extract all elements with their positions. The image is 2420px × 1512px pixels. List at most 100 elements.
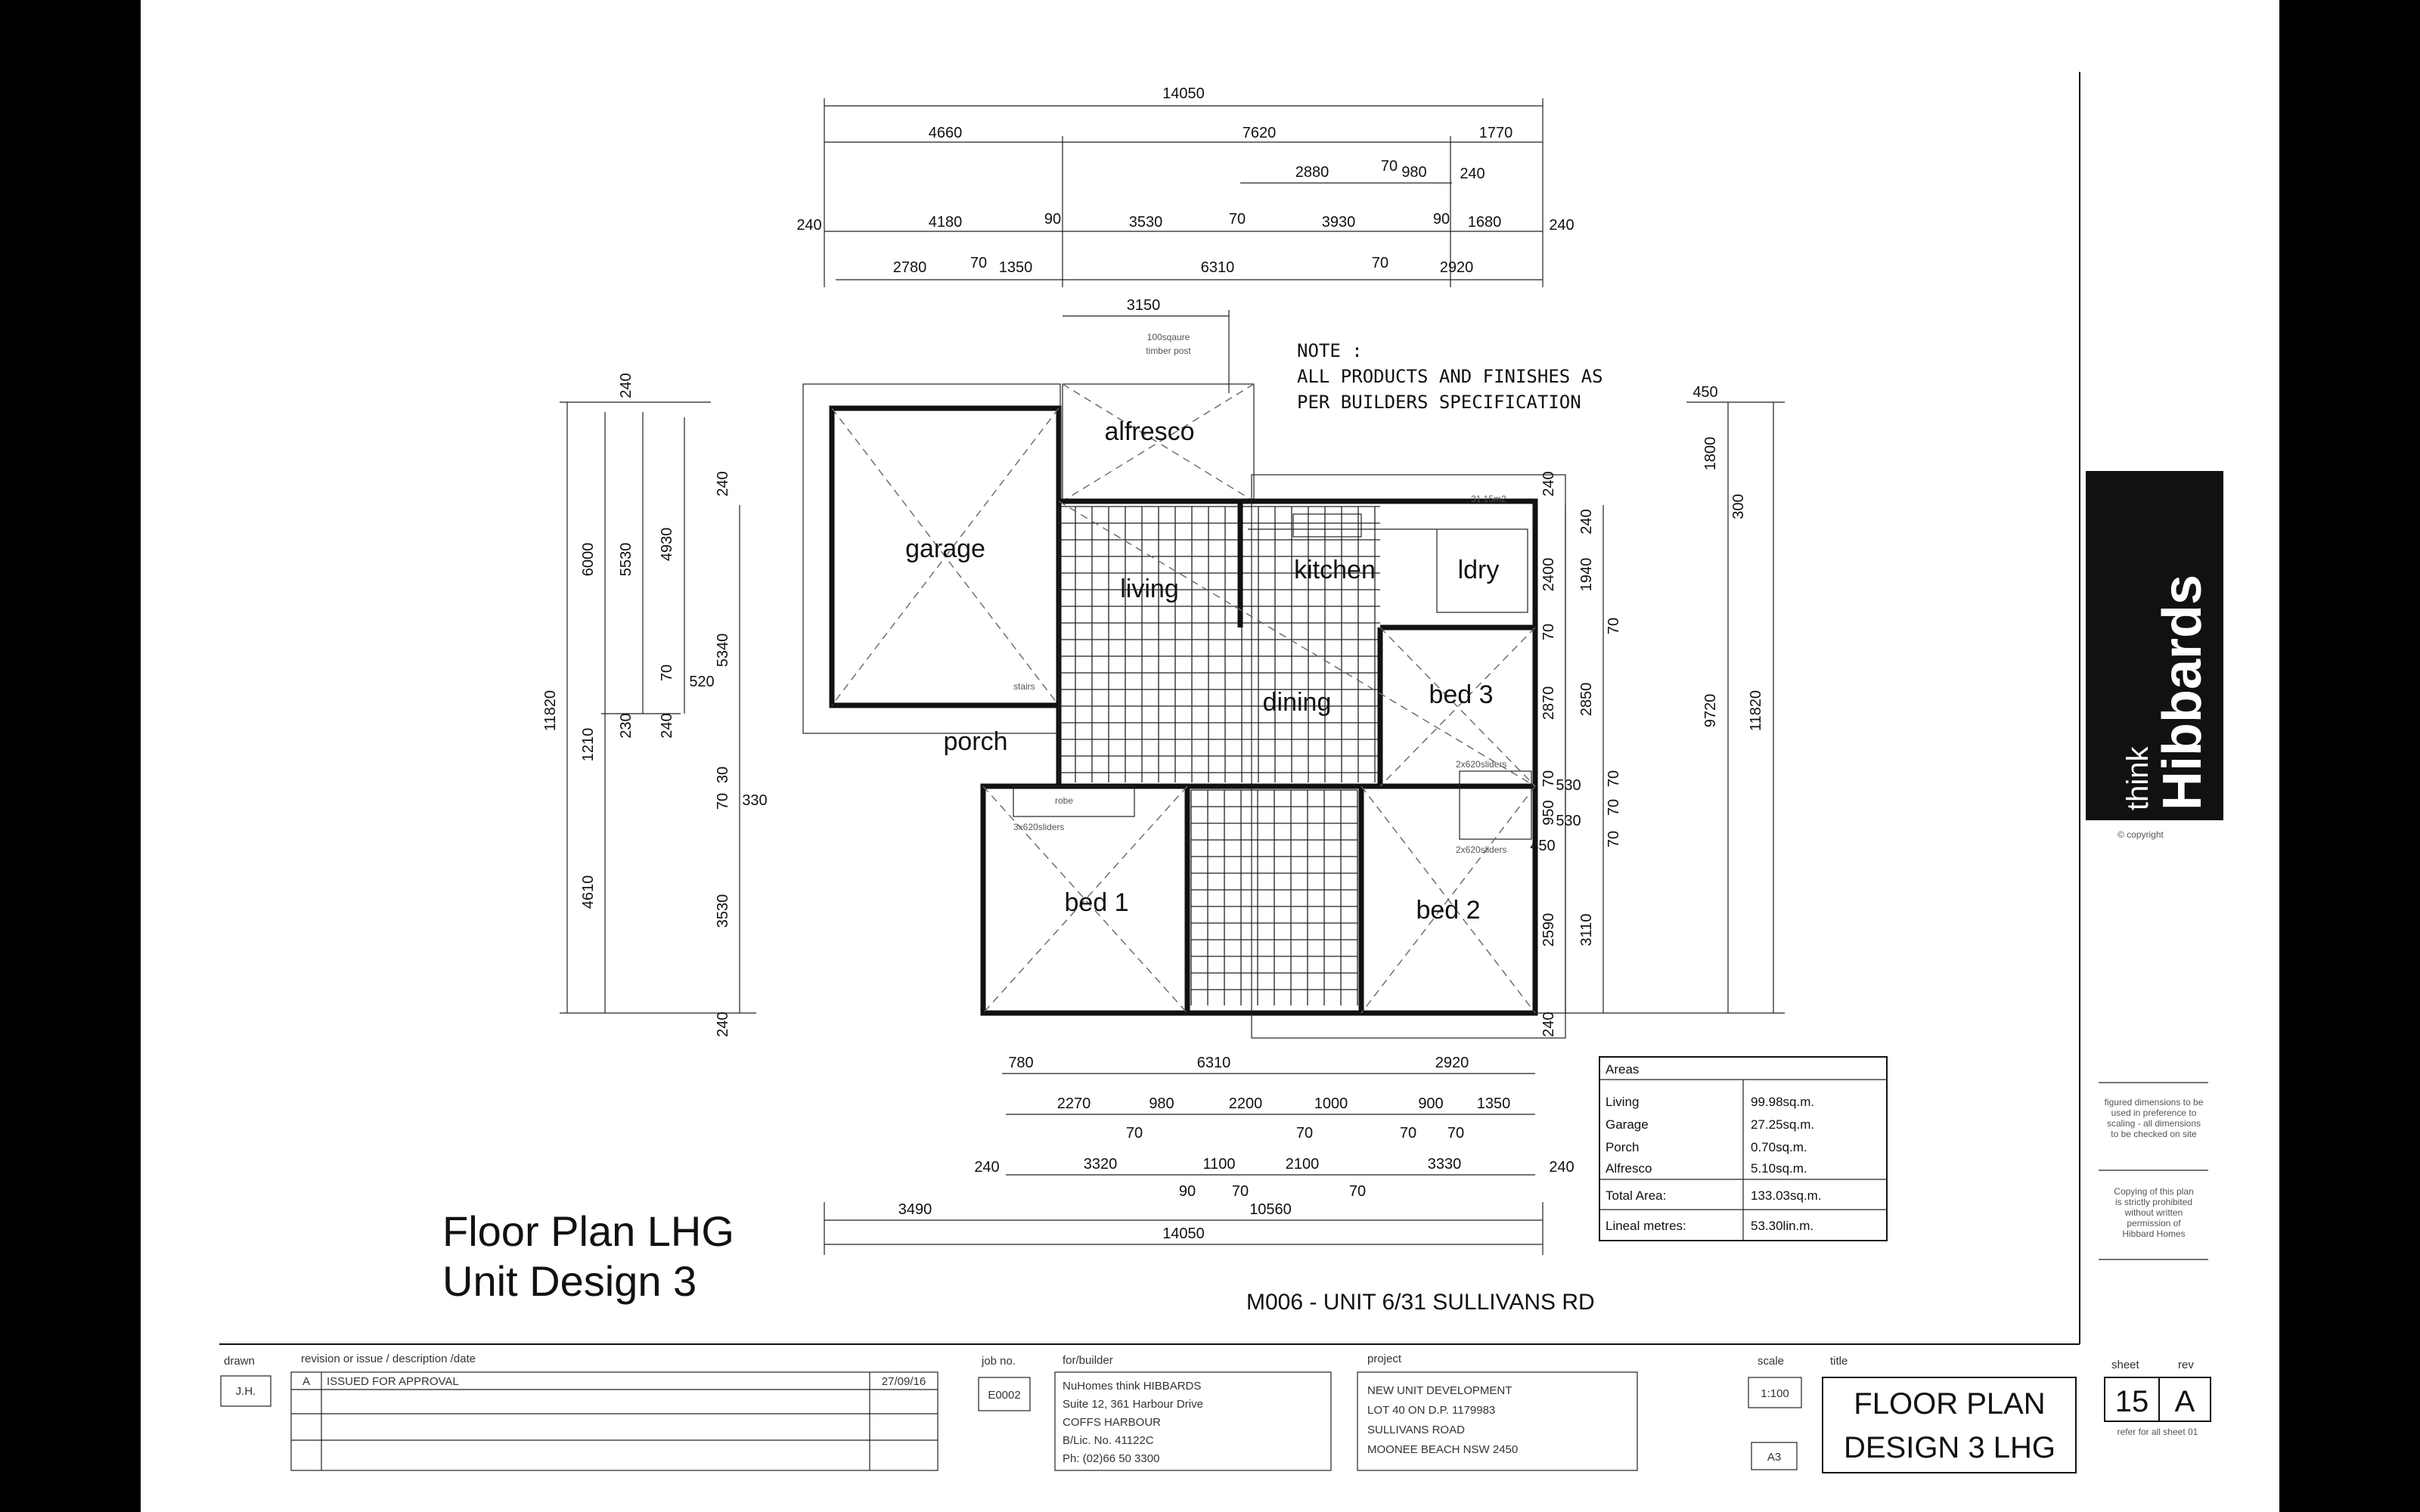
- bathroom-tiles: [1190, 789, 1358, 1005]
- sliders-bed1: 3x620sliders: [1013, 822, 1064, 832]
- dim-right-a3: 450: [1692, 384, 1717, 401]
- dim-bot-c7: 70: [1349, 1183, 1366, 1200]
- side-note-1-3: to be checked on site: [2111, 1129, 2197, 1139]
- room-robe: robe: [1055, 795, 1073, 806]
- dim-bot-a2: 6310: [1197, 1055, 1231, 1071]
- room-porch: porch: [943, 727, 1007, 756]
- dim-top-c6: 90: [1433, 211, 1450, 228]
- dim-left-a3: 4610: [580, 875, 597, 909]
- dim-left-t3: 240: [715, 1012, 731, 1036]
- dim-top-a1: 4660: [929, 125, 963, 141]
- dim-bot-a3: 2920: [1435, 1055, 1469, 1071]
- area-value-0: 99.98sq.m.: [1751, 1095, 1814, 1109]
- room-stairs: stairs: [1013, 681, 1035, 692]
- room-kitchen: kitchen: [1294, 556, 1376, 584]
- timber-post-note-1: 100sqaure: [1147, 332, 1190, 342]
- dim-right-b2: 70: [1540, 624, 1557, 640]
- dim-top-d5: 70: [1372, 255, 1388, 271]
- dim-bot-b9: 70: [1400, 1125, 1416, 1142]
- side-note-1-2: scaling - all dimensions: [2107, 1118, 2201, 1129]
- sliders-bed3: 2x620sliders: [1456, 759, 1506, 770]
- tb-drawn-label: drawn: [224, 1355, 255, 1368]
- dim-right-a2: 1800: [1702, 437, 1719, 471]
- room-bed3: bed 3: [1429, 680, 1493, 709]
- tb-scale-label: scale: [1758, 1355, 1784, 1368]
- dim-right-c8: 530: [1556, 813, 1581, 829]
- dim-bot-b5: 900: [1418, 1095, 1443, 1112]
- tb-title-label: title: [1830, 1355, 1848, 1368]
- tb-scale-value: 1:100: [1761, 1387, 1789, 1400]
- dim-bot-c4: 3330: [1428, 1156, 1462, 1173]
- dim-bot-c1: 3320: [1084, 1156, 1118, 1173]
- side-note-1-0: figured dimensions to be: [2105, 1097, 2204, 1108]
- sliders-bed2: 2x620sliders: [1456, 844, 1506, 855]
- dim-top-d4: 6310: [1201, 259, 1235, 276]
- room-dining: dining: [1263, 688, 1332, 717]
- outdoor-area-label: 31.15m2: [1471, 494, 1506, 504]
- dim-top-d6: 2920: [1440, 259, 1474, 276]
- dim-bot-c3: 2100: [1286, 1156, 1320, 1173]
- area-label-0: Living: [1606, 1095, 1639, 1109]
- dim-top-c1: 4180: [929, 214, 963, 231]
- right-dimensions: 11820 9720 1800 450 300 240 1940 70 2850…: [1530, 384, 1785, 1037]
- tb-rev-date: 27/09/16: [882, 1375, 926, 1388]
- dim-right-c2: 1940: [1578, 558, 1595, 592]
- side-notes: figured dimensions to be used in prefere…: [2099, 1082, 2208, 1260]
- dim-top-d2: 70: [970, 255, 987, 271]
- brand-logo: Hibbards think © copyright: [2086, 471, 2223, 840]
- dim-bot-c8: 240: [1549, 1159, 1574, 1176]
- tb-rev-code: A: [302, 1375, 310, 1388]
- area-value-3: 5.10sq.m.: [1751, 1161, 1807, 1176]
- tb-project-line-2: SULLIVANS ROAD: [1367, 1424, 1465, 1436]
- tb-rev-value: A: [2175, 1385, 2195, 1418]
- lineal-label: Lineal metres:: [1606, 1219, 1686, 1233]
- dim-left-c3: 240: [659, 713, 675, 738]
- project-heading: M006 - UNIT 6/31 SULLIVANS RD: [1246, 1290, 1595, 1315]
- dim-right-c1: 240: [1578, 509, 1595, 534]
- areas-header: Areas: [1606, 1062, 1639, 1077]
- dim-right-c5: 70: [1606, 770, 1622, 787]
- note-line-1: NOTE :: [1297, 340, 1363, 361]
- room-bed1: bed 1: [1064, 888, 1128, 917]
- house-walls: [980, 498, 1538, 1016]
- dim-top-c8: 240: [1549, 217, 1574, 234]
- tb-ref: refer for all sheet 01: [2118, 1427, 2198, 1437]
- dim-right-b1: 2400: [1540, 558, 1557, 592]
- note: NOTE : ALL PRODUCTS AND FINISHES AS PER …: [1297, 340, 1603, 413]
- room-garage: garage: [905, 534, 985, 563]
- room-alfresco: alfresco: [1104, 417, 1194, 446]
- room-labels: garage alfresco living kitchen ldry dini…: [905, 417, 1506, 925]
- dim-left-c2: 70: [659, 665, 675, 681]
- area-total-value: 133.03sq.m.: [1751, 1188, 1822, 1203]
- dim-left-a2: 1210: [580, 728, 597, 762]
- tb-builder-line-0: NuHomes think HIBBARDS: [1063, 1380, 1201, 1393]
- area-label-1: Garage: [1606, 1117, 1649, 1132]
- note-line-3: PER BUILDERS SPECIFICATION: [1297, 392, 1581, 413]
- dim-left-b1: 5530: [618, 543, 634, 577]
- dim-left-d4: 3530: [715, 894, 731, 928]
- dim-left-t1: 240: [618, 373, 634, 398]
- dim-top-c7: 1680: [1468, 214, 1502, 231]
- brand-think: think: [2121, 746, 2155, 810]
- dim-right-b4: 70: [1540, 770, 1557, 787]
- title-block: drawn J.H. revision or issue / descripti…: [219, 1343, 2211, 1473]
- dim-left-c1: 4930: [659, 528, 675, 562]
- top-dimensions: 14050 4660 7620 1770 2880 70 980 240 240…: [796, 85, 1575, 393]
- dim-right-b7: 2590: [1540, 913, 1557, 947]
- dim-top-d3: 1350: [999, 259, 1033, 276]
- dim-right-c7: 70: [1606, 799, 1622, 816]
- dim-bot-c0: 240: [974, 1159, 999, 1176]
- dim-bot-b8: 70: [1296, 1125, 1313, 1142]
- area-value-1: 27.25sq.m.: [1751, 1117, 1814, 1132]
- side-note-2-1: is strictly prohibited: [2115, 1197, 2192, 1207]
- building: [802, 383, 1566, 1039]
- tb-project-line-3: MOONEE BEACH NSW 2450: [1367, 1443, 1518, 1456]
- room-bed2: bed 2: [1416, 896, 1480, 925]
- dim-top-overall: 14050: [1162, 85, 1205, 102]
- dim-top-d1: 2780: [893, 259, 927, 276]
- room-ldry: ldry: [1458, 556, 1500, 584]
- bottom-dimensions: 780 6310 2920 2270 980 2200 1000 900 135…: [824, 1055, 1575, 1255]
- tb-revision-label: revision or issue / description /date: [301, 1352, 476, 1365]
- dim-bot-overall: 14050: [1162, 1225, 1205, 1242]
